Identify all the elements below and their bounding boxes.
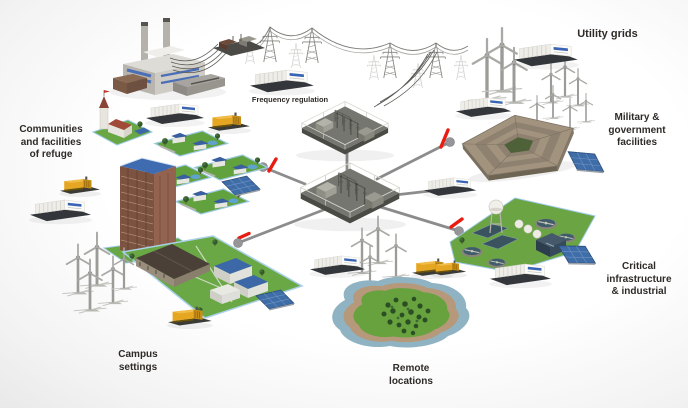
military-battery-container (454, 97, 513, 121)
remote-genset-container (308, 255, 367, 279)
label-utility-grids: Utility grids (565, 28, 650, 41)
open-switch-indicators (237, 128, 464, 240)
communities-genset-container-2 (28, 199, 93, 225)
label-line: Utility grids (577, 28, 638, 40)
grid-battery-container (422, 177, 478, 199)
label-line: infrastructure (606, 273, 672, 285)
power-plant (110, 18, 226, 100)
label-communities-facilities-refuge: Communities and facilities of refuge (6, 124, 96, 162)
label-military-government-facilities: Military & government facilities (598, 112, 676, 150)
label-line: Communities (19, 124, 83, 135)
church (91, 90, 154, 146)
island (332, 277, 470, 348)
label-line: facilities (616, 137, 658, 148)
communities-generator (206, 112, 252, 135)
label-frequency-regulation: Frequency regulation (245, 95, 335, 104)
label-line: Critical (622, 261, 656, 272)
label-line: settings (118, 361, 158, 373)
pentagon-building (461, 114, 578, 183)
critical-genset-container (488, 263, 553, 289)
label-campus-settings: Campus settings (106, 349, 170, 374)
label-line: government (608, 124, 666, 136)
transmission-towers (243, 26, 469, 89)
water-treatment-plant (449, 197, 596, 273)
upper-substation (295, 100, 395, 162)
label-line: Remote (392, 363, 430, 374)
label-line: locations (389, 375, 433, 387)
communities-genset-container (144, 103, 206, 128)
label-remote-locations: Remote locations (379, 363, 443, 388)
utility-battery-container (512, 43, 580, 71)
label-line: of refuge (29, 149, 73, 160)
connection-node-dots (233, 137, 464, 248)
plant-wire-bundle (169, 43, 227, 74)
label-line: Campus (118, 349, 158, 360)
label-line: and facilities (20, 136, 82, 148)
label-line: & industrial (611, 286, 667, 297)
label-critical-infrastructure-industrial: Critical infrastructure & industrial (594, 261, 684, 299)
campus-buildings (121, 235, 304, 319)
wire-bundle-to-substation (373, 49, 438, 108)
label-line: Military & (614, 112, 660, 123)
label-line: Frequency regulation (251, 95, 329, 104)
frequency-regulation-battery-container (248, 69, 316, 97)
step-up-substation (213, 34, 265, 56)
communities-generator-2 (58, 175, 102, 198)
